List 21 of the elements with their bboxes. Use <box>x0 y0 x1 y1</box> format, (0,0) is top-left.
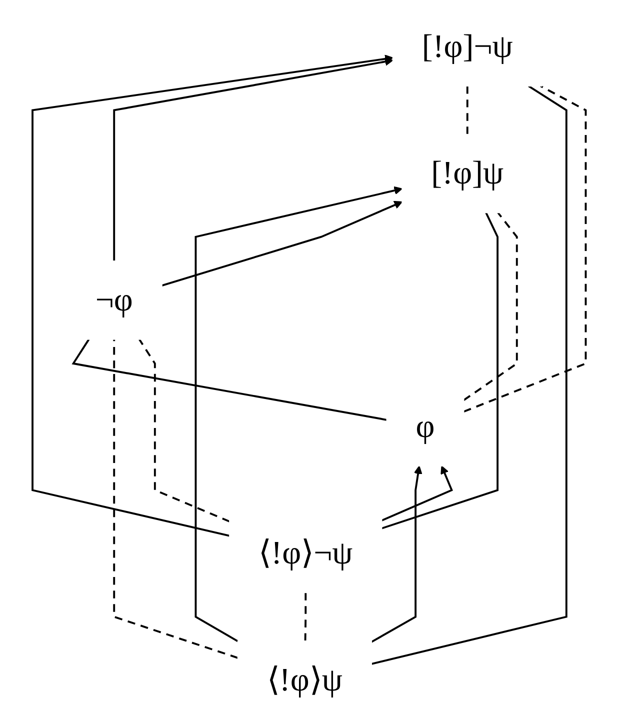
node-text: ⟨!φ⟩ψ <box>267 662 343 698</box>
node-text: ¬φ <box>96 282 134 318</box>
connector <box>372 85 568 665</box>
connector <box>466 86 469 134</box>
arrow <box>114 57 394 262</box>
connector <box>304 592 307 641</box>
node-text: [!φ]ψ <box>432 156 504 192</box>
connector <box>138 338 230 522</box>
node-text: ⟨!φ⟩¬ψ <box>258 536 354 572</box>
connector <box>464 212 518 402</box>
arrow <box>162 200 403 286</box>
node-text: [!φ]¬ψ <box>422 29 514 65</box>
connector <box>464 85 588 413</box>
arrow <box>382 466 454 522</box>
connector <box>382 212 499 530</box>
node-text: φ <box>416 408 436 445</box>
arrow <box>32 54 394 537</box>
arrow <box>371 466 423 643</box>
arrow <box>195 186 403 642</box>
connector <box>72 338 388 421</box>
connector <box>114 339 239 659</box>
